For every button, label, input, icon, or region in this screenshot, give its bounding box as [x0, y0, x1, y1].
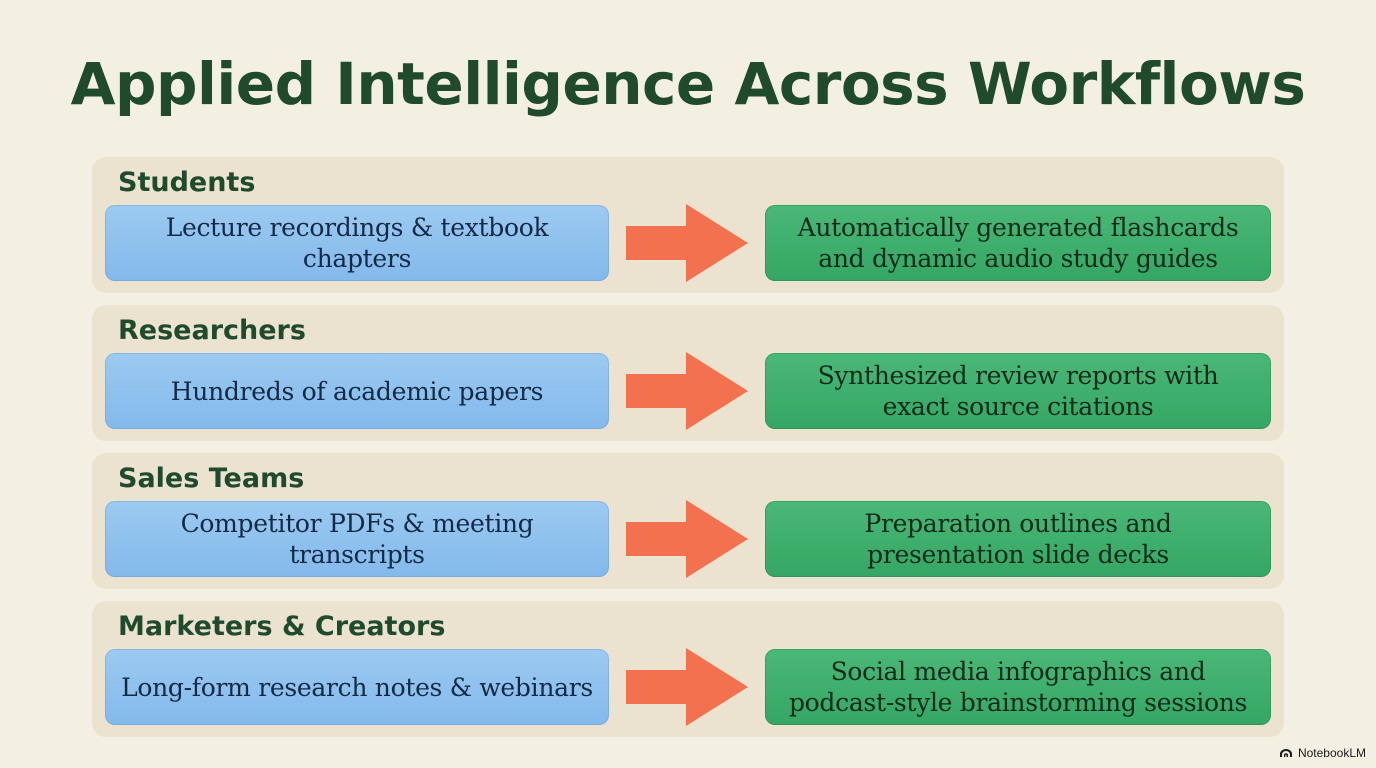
workflow-audience-label: Sales Teams	[118, 463, 305, 494]
workflow-output-text: Preparation outlines and presentation sl…	[864, 509, 1172, 569]
workflow-row-marketers-creators: Marketers & Creators Long-form research …	[92, 601, 1284, 737]
brand-watermark: NotebookLM	[1279, 746, 1366, 760]
workflow-row-researchers: Researchers Hundreds of academic papers …	[92, 305, 1284, 441]
workflow-output-text: Social media infographics and podcast-st…	[788, 657, 1248, 717]
workflow-input-text: Long-form research notes & webinars	[121, 672, 593, 702]
workflow-audience-label: Students	[118, 167, 256, 198]
workflow-input-text: Competitor PDFs & meeting transcripts	[180, 509, 534, 569]
workflow-input-box: Lecture recordings & textbook chapters	[105, 205, 609, 281]
workflow-input-box: Hundreds of academic papers	[105, 353, 609, 429]
workflow-audience-label: Marketers & Creators	[118, 611, 446, 642]
right-arrow-icon	[626, 648, 748, 726]
workflow-row-sales-teams: Sales Teams Competitor PDFs & meeting tr…	[92, 453, 1284, 589]
workflow-output-text: Automatically generated flashcards and d…	[797, 213, 1239, 273]
workflow-output-box: Preparation outlines and presentation sl…	[765, 501, 1271, 577]
workflow-input-box: Long-form research notes & webinars	[105, 649, 609, 725]
workflow-input-text: Lecture recordings & textbook chapters	[165, 213, 549, 273]
workflow-audience-label: Researchers	[118, 315, 306, 346]
workflow-output-box: Automatically generated flashcards and d…	[765, 205, 1271, 281]
page-title: Applied Intelligence Across Workflows	[70, 50, 1306, 118]
workflow-output-text: Synthesized review reports with exact so…	[817, 361, 1219, 421]
right-arrow-icon	[626, 204, 748, 282]
workflow-input-text: Hundreds of academic papers	[170, 376, 544, 406]
workflow-output-box: Social media infographics and podcast-st…	[765, 649, 1271, 725]
right-arrow-icon	[626, 500, 748, 578]
notebooklm-logo-icon	[1279, 749, 1292, 757]
workflow-list: Students Lecture recordings & textbook c…	[92, 157, 1284, 749]
workflow-output-box: Synthesized review reports with exact so…	[765, 353, 1271, 429]
brand-name: NotebookLM	[1297, 746, 1366, 760]
right-arrow-icon	[626, 352, 748, 430]
workflow-input-box: Competitor PDFs & meeting transcripts	[105, 501, 609, 577]
workflow-row-students: Students Lecture recordings & textbook c…	[92, 157, 1284, 293]
